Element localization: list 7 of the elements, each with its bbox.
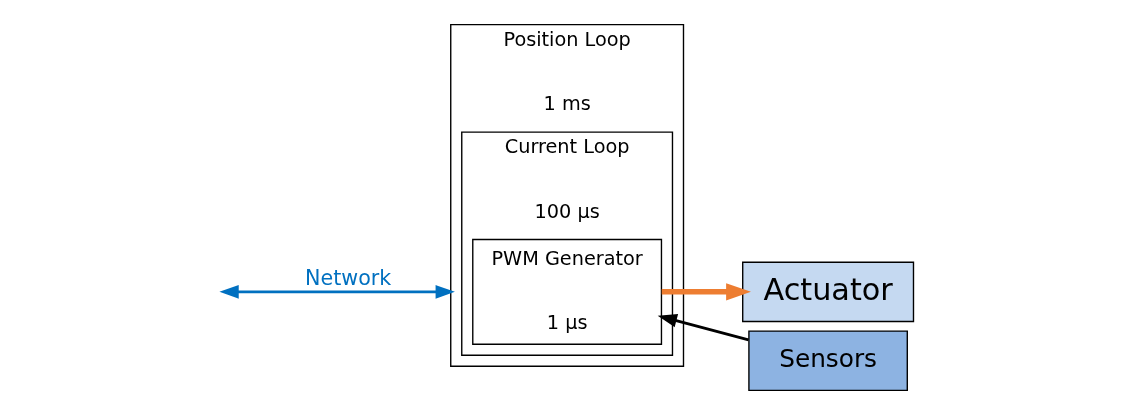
node-box: PWM Generator 1 µs — [472, 238, 663, 345]
node-box: Sensors — [748, 330, 908, 392]
arrow — [657, 314, 749, 342]
edge-label: Network — [305, 265, 392, 290]
arrow — [661, 283, 751, 301]
arrow — [219, 285, 455, 299]
node-box: Actuator — [742, 261, 915, 323]
